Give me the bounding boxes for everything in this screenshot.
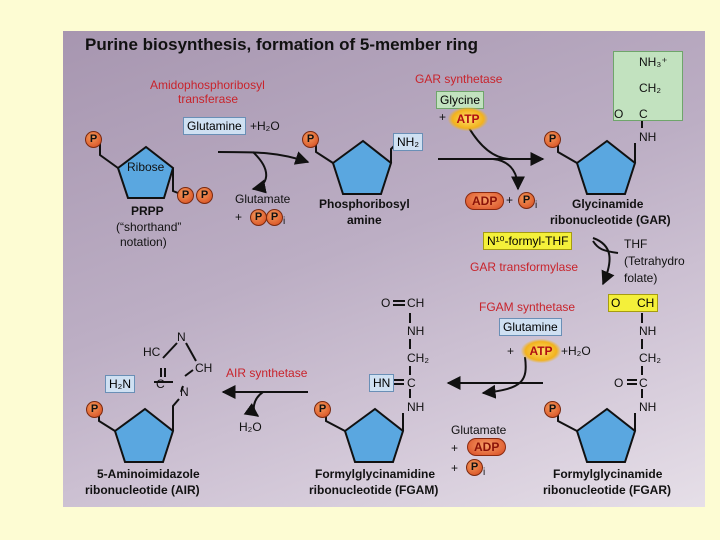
step2-enzyme: GAR synthetase	[415, 72, 503, 86]
fgar-formyl-highlight: O CH	[608, 294, 659, 312]
air-n-top: N	[177, 330, 186, 344]
step4-plus: +	[507, 344, 515, 358]
step2-pi-subscript: i	[535, 200, 538, 211]
fgam-ring	[325, 300, 411, 463]
step4-pi: P	[466, 459, 483, 476]
air-line1: 5-Aminoimidazole	[97, 467, 200, 481]
air-phosphate: P	[86, 401, 103, 418]
step1-ppi-2: P	[266, 209, 283, 226]
fgam-carbon: C	[407, 376, 416, 390]
step3-formyl-thf-box: N¹⁰-formyl-THF	[483, 232, 573, 250]
step3-thf-line2: (Tetrahydro	[624, 254, 685, 268]
fgam-ch2: CH₂	[407, 351, 429, 365]
fgam-nh-2: NH	[407, 400, 425, 414]
step3-thf-line3: folate)	[624, 271, 658, 285]
air-line2: ribonucleotide (AIR)	[85, 483, 200, 497]
fgar-oxygen: O	[611, 296, 621, 310]
gar-line1: Glycinamide	[572, 197, 644, 211]
gar-line2: ribonucleotide (GAR)	[550, 213, 671, 227]
gar-glycine-highlight	[613, 51, 683, 121]
gar-carbon: C	[639, 107, 648, 121]
step3-thf: THF	[624, 237, 648, 251]
air-ring	[98, 342, 197, 463]
step5-water: H₂O	[239, 420, 262, 434]
step4-atp: ATP	[521, 339, 561, 363]
fgar-oxygen-2: O	[614, 376, 624, 390]
step2-plus-2: +	[506, 193, 514, 207]
prpp-note-line1: (“shorthand”	[116, 220, 182, 234]
gar-nh3: NH₃⁺	[639, 55, 668, 69]
fgam-line2: ribonucleotide (FGAM)	[309, 483, 439, 497]
step4-glutamate: Glutamate	[451, 423, 507, 437]
phosphoribosylamine-line2: amine	[347, 213, 382, 227]
step2-pi: P	[518, 192, 535, 209]
fgar-ch2: CH₂	[639, 351, 661, 365]
gar-phosphate: P	[544, 131, 561, 148]
air-n-bottom: N	[180, 385, 189, 399]
fgar-ch: CH	[637, 296, 655, 310]
diagram-graphics	[98, 72, 643, 463]
step1-ppi-subscript: i	[283, 216, 286, 227]
step2-adp: ADP	[465, 192, 505, 210]
step1-ppi-1: P	[250, 209, 267, 226]
prpp-name: PRPP	[131, 204, 164, 218]
fgar-carbon: C	[639, 376, 648, 390]
step1-water: +H₂O	[250, 119, 280, 133]
step1-enzyme-line1: Amidophosphoribosyl	[150, 78, 265, 92]
phosphoribosylamine-ring	[315, 138, 397, 195]
prpp-ribose-label: Ribose	[127, 160, 165, 174]
diagram-title: Purine biosynthesis, formation of 5-memb…	[85, 35, 478, 54]
step4-glutamine-box: Glutamine	[499, 318, 562, 336]
fgar-nh-1: NH	[639, 324, 657, 338]
step4-adp: ADP	[467, 438, 507, 456]
fgar-nh-2: NH	[639, 400, 657, 414]
fgar-ring	[557, 300, 643, 463]
prpp-ring	[99, 138, 179, 199]
air-ch: CH	[195, 361, 213, 375]
fgam-nh-1: NH	[407, 324, 425, 338]
step4-enzyme: FGAM synthetase	[479, 300, 576, 314]
fgam-line1: Formylglycinamidine	[315, 467, 436, 481]
gar-ch2: CH₂	[639, 81, 661, 95]
prpp-pyrophosphate-2: P	[196, 187, 213, 204]
step4-plus-3: +	[451, 461, 459, 475]
phosphoribosylamine-phosphate: P	[302, 131, 319, 148]
prpp-pyrophosphate-1: P	[177, 187, 194, 204]
step5-enzyme: AIR synthetase	[226, 366, 308, 380]
prpp-note-line2: notation)	[120, 235, 167, 249]
step2-atp: ATP	[448, 107, 488, 131]
fgam-hn-box: HN	[369, 374, 395, 392]
step1-glutamate: Glutamate	[235, 192, 291, 206]
gar-oxygen: O	[614, 107, 624, 121]
step4-plus-2: +	[451, 441, 459, 455]
step4-pi-subscript: i	[483, 467, 486, 478]
step2-glycine-box: Glycine	[436, 91, 485, 109]
fgar-phosphate: P	[544, 401, 561, 418]
step1-glutamine-box: Glutamine	[183, 117, 246, 135]
step2-plus: +	[439, 110, 447, 124]
step1-plus: +	[235, 210, 243, 224]
prpp-phosphate: P	[85, 131, 102, 148]
diagram-panel: Purine biosynthesis, formation of 5-memb…	[63, 31, 705, 507]
phosphoribosylamine-nh2-box: NH₂	[393, 133, 423, 151]
step4-water: +H₂O	[561, 344, 591, 358]
fgam-phosphate: P	[314, 401, 331, 418]
air-carbon: C	[156, 377, 165, 391]
phosphoribosylamine-line1: Phosphoribosyl	[319, 197, 410, 211]
air-hc: HC	[143, 345, 161, 359]
fgar-line1: Formylglycinamide	[553, 467, 663, 481]
step1-enzyme-line2: transferase	[178, 92, 239, 106]
fgar-line2: ribonucleotide (FGAR)	[543, 483, 671, 497]
fgam-oxygen: O	[381, 296, 391, 310]
air-h2n-box: H₂N	[105, 375, 135, 393]
gar-nh: NH	[639, 130, 657, 144]
fgam-ch: CH	[407, 296, 425, 310]
step3-enzyme: GAR transformylase	[470, 260, 579, 274]
